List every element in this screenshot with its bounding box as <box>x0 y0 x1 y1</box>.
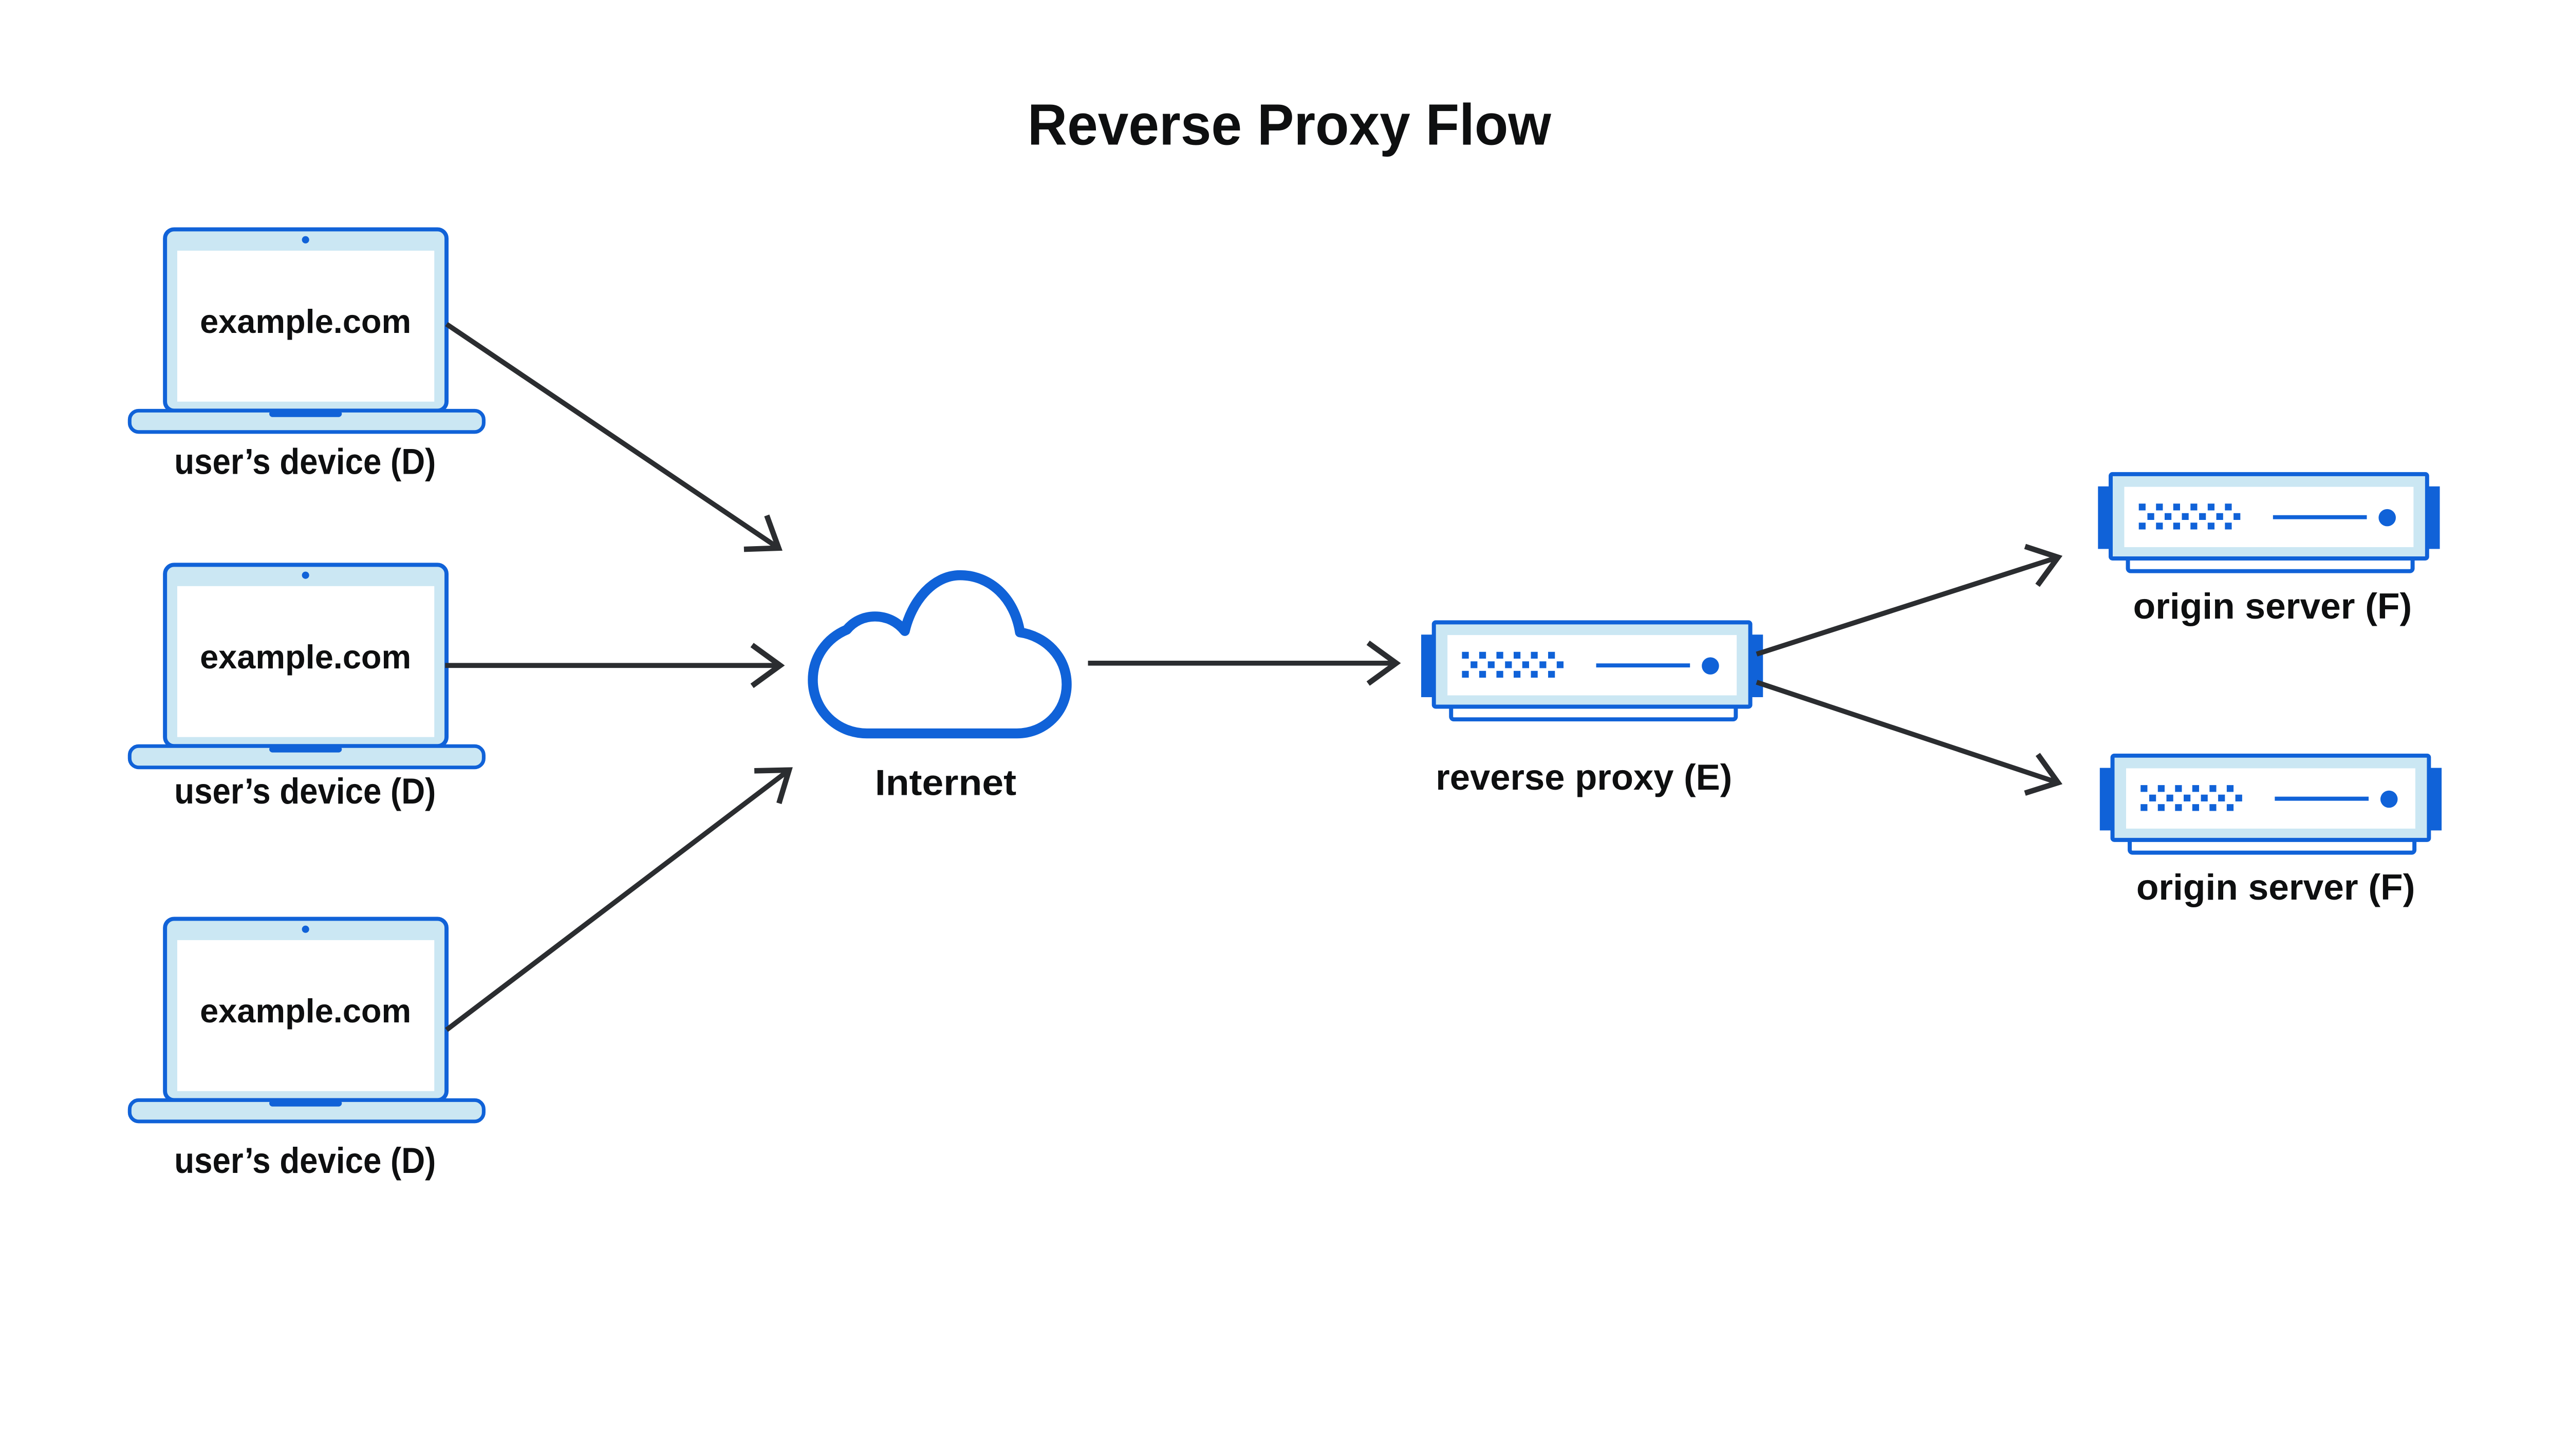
internet-label: Internet <box>875 762 1016 802</box>
internet-cloud-shape <box>808 570 1072 739</box>
node-user-device-1: example.com user’s device (D) <box>129 229 483 482</box>
reverse-proxy-flow-diagram: Reverse Proxy Flow example.com user’s de… <box>127 92 2444 1181</box>
user-device-3-label: user’s device (D) <box>174 1140 436 1181</box>
node-origin-server-1: origin server (F) <box>2098 474 2440 626</box>
user-device-2-label: user’s device (D) <box>174 771 436 811</box>
arrow-proxy-to-origin2 <box>1756 680 2063 796</box>
reverse-proxy-label: reverse proxy (E) <box>1436 757 1732 797</box>
node-user-device-2: example.com user’s device (D) <box>129 565 483 811</box>
user-device-1-screen-text: example.com <box>200 303 411 340</box>
user-device-3-screen-text: example.com <box>200 992 411 1030</box>
origin-server-1-label: origin server (F) <box>2133 586 2412 626</box>
user-device-1-label: user’s device (D) <box>174 441 436 482</box>
arrow-device1-to-internet <box>445 322 783 552</box>
arrow-device3-to-internet <box>445 767 793 1032</box>
node-user-device-3: example.com user’s device (D) <box>129 919 483 1181</box>
node-reverse-proxy: reverse proxy (E) <box>1421 622 1763 797</box>
diagram-title: Reverse Proxy Flow <box>1028 92 1552 157</box>
node-origin-server-2: origin server (F) <box>2100 756 2442 907</box>
origin-server-2-label: origin server (F) <box>2136 867 2415 907</box>
user-device-2-screen-text: example.com <box>200 638 411 676</box>
flow-arrows <box>445 322 2063 1032</box>
arrow-proxy-to-origin1 <box>1756 544 2063 657</box>
node-internet: Internet <box>808 570 1072 802</box>
reverse-proxy-server-icon <box>1421 622 1763 719</box>
origin-server-1-icon <box>2098 474 2440 571</box>
origin-server-2-icon <box>2100 756 2442 853</box>
